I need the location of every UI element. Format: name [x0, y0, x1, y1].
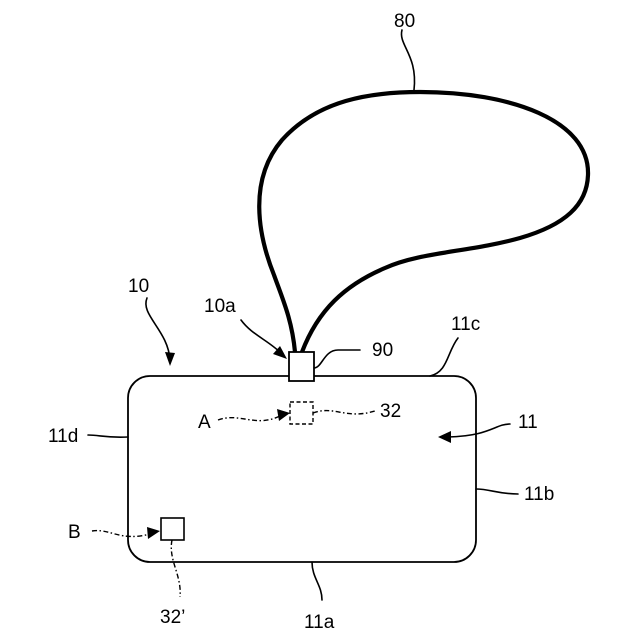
arrowhead-b — [147, 527, 160, 539]
arrow-a-line — [218, 416, 280, 421]
leader-edge-left — [88, 435, 128, 437]
label-body: 11 — [518, 412, 538, 433]
label-attach-point: 10a — [204, 296, 236, 317]
label-cord: 80 — [394, 11, 415, 32]
label-arrow-b: B — [68, 522, 81, 543]
label-connector: 90 — [372, 340, 393, 361]
arrowhead-device — [165, 352, 175, 366]
arrow-b-line — [92, 531, 150, 537]
leader-device — [146, 298, 170, 360]
label-sensor-top: 32 — [380, 401, 401, 422]
leader-body — [448, 424, 510, 437]
label-edge-right: 11b — [524, 484, 554, 505]
connector-box — [289, 352, 314, 381]
sensor-box-top — [290, 402, 313, 424]
leader-edge-right — [476, 489, 518, 494]
leader-edge-top — [430, 338, 458, 376]
label-device: 10 — [128, 276, 149, 297]
leader-cord — [401, 30, 414, 90]
arrowhead-body — [438, 431, 451, 443]
arrowhead-a — [277, 409, 290, 421]
sensor-box-bottom — [161, 518, 184, 540]
label-edge-bottom: 11a — [304, 612, 335, 633]
leader-attach-point — [241, 320, 282, 354]
cord-loop — [259, 92, 588, 352]
leader-sensor-bottom — [171, 540, 180, 597]
leader-sensor-top — [313, 411, 375, 414]
label-sensor-bottom: 32’ — [160, 607, 185, 628]
device-body — [128, 376, 476, 562]
label-arrow-a: A — [198, 412, 211, 433]
label-edge-left: 11d — [48, 426, 78, 447]
leader-edge-bottom — [312, 562, 322, 600]
label-edge-top: 11c — [451, 314, 480, 335]
leader-connector — [314, 350, 360, 368]
